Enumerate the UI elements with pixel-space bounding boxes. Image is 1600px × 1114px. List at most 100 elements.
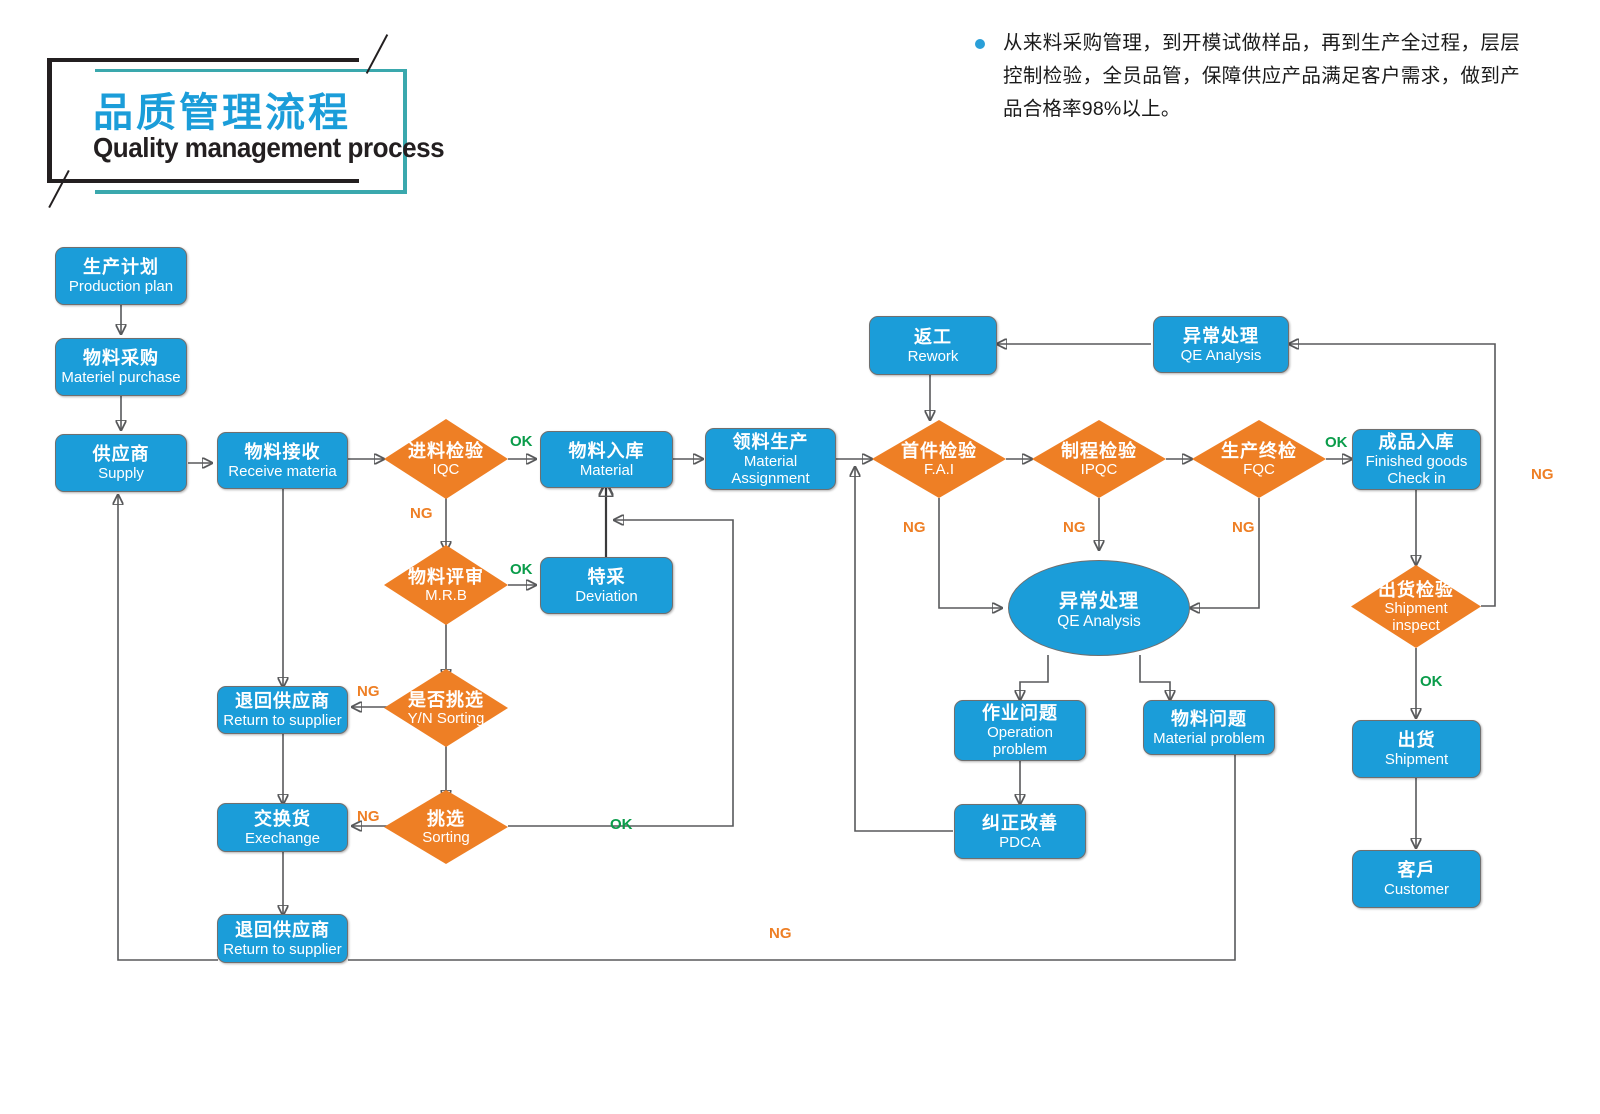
edge-label-fqc-ng: NG	[1232, 519, 1255, 536]
node-label-cn: 出货检验	[1378, 579, 1454, 600]
node-label-en: Shipment	[1384, 751, 1449, 768]
node-label-cn: 作业问题	[982, 703, 1058, 723]
edge-label-sorting-ng: NG	[357, 808, 380, 825]
node-label-en: IQC	[432, 460, 460, 478]
node-label-cn: 交换货	[254, 808, 311, 829]
node-label-en1: Shipment	[1384, 599, 1448, 617]
node-rework[interactable]: 返工 Rework	[869, 316, 997, 375]
node-label-cn: 领料生产	[732, 431, 809, 452]
node-label-cn: 制程检验	[1061, 440, 1137, 461]
node-shipment-inspect[interactable]: 出货检验 Shipment inspect	[1351, 565, 1481, 648]
node-sorting[interactable]: 挑选 Sorting	[384, 790, 508, 864]
node-label-en1: Finished goods	[1365, 453, 1468, 470]
node-label-cn: 挑选	[427, 808, 465, 829]
node-label-en: Material	[579, 461, 634, 479]
node-label-en1: Material	[743, 452, 798, 470]
node-label-en: M.R.B	[425, 586, 467, 604]
node-deviation[interactable]: 特采 Deviation	[540, 557, 673, 614]
node-label-en2: problem	[992, 741, 1048, 758]
node-label-cn: 物料采购	[83, 348, 159, 368]
node-exchange[interactable]: 交换货 Exechange	[217, 803, 348, 852]
edge-label-iqc-ok: OK	[510, 433, 533, 450]
edge-label-bottom-ng: NG	[769, 925, 792, 942]
node-label-en: FQC	[1243, 460, 1275, 478]
node-finished-goods[interactable]: 成品入库 Finished goods Check in	[1352, 429, 1481, 490]
node-customer[interactable]: 客戶 Customer	[1352, 850, 1481, 908]
edge-label-sorting-ok: OK	[610, 816, 633, 833]
node-shipment[interactable]: 出货 Shipment	[1352, 720, 1481, 778]
node-label-en: Return to supplier	[223, 712, 342, 729]
node-iqc[interactable]: 进料检验 IQC	[384, 419, 508, 499]
node-label-en: Receive materia	[228, 462, 337, 480]
node-label-cn: 纠正改善	[982, 812, 1058, 833]
node-receive-material[interactable]: 物料接收 Receive materia	[217, 432, 348, 489]
node-label-cn: 物料问题	[1171, 708, 1247, 729]
node-return-to-supplier-2[interactable]: 退回供应商 Return to supplier	[217, 914, 348, 963]
node-label-en: Sorting	[422, 828, 470, 846]
node-supply[interactable]: 供应商 Supply	[55, 434, 187, 492]
node-label-en: Supply	[98, 465, 144, 482]
node-label-cn: 异常处理	[1183, 325, 1259, 346]
node-label-en: Deviation	[575, 587, 638, 605]
page-title-en: Quality management process	[93, 132, 445, 163]
node-label-cn: 物料评审	[408, 566, 484, 587]
node-operation-problem[interactable]: 作业问题 Operation problem	[954, 700, 1086, 761]
node-label-cn: 返工	[914, 326, 952, 347]
node-label-cn: 供应商	[92, 444, 150, 464]
node-label-en: PDCA	[999, 833, 1041, 851]
node-yn-sorting[interactable]: 是否挑选 Y/N Sorting	[384, 669, 508, 747]
node-label-en: QE Analysis	[1057, 612, 1141, 630]
node-label-en: Rework	[907, 347, 959, 365]
node-label-en: Materiel purchase	[61, 369, 181, 386]
intro-note-text: 从来料采购管理，到开模试做样品，再到生产全过程，层层控制检验，全员品管，保障供应…	[1003, 32, 1520, 120]
node-return-to-supplier-1[interactable]: 退回供应商 Return to supplier	[217, 686, 348, 734]
node-label-en: Return to supplier	[223, 940, 342, 958]
node-material-in[interactable]: 物料入库 Material	[540, 431, 673, 488]
node-label-en: Exechange	[244, 829, 321, 847]
node-ipqc[interactable]: 制程检验 IPQC	[1032, 420, 1166, 498]
node-material-assignment[interactable]: 领料生产 Material Assignment	[705, 428, 836, 490]
node-qe-analysis[interactable]: 异常处理 QE Analysis	[1008, 560, 1190, 656]
node-label-cn: 成品入库	[1378, 432, 1455, 452]
node-label-en: F.A.I	[923, 460, 954, 478]
node-label-cn: 生产终检	[1221, 440, 1297, 461]
edge-label-mrb-ok: OK	[510, 561, 533, 578]
node-label-cn: 客戶	[1397, 860, 1436, 880]
node-label-cn: 物料入库	[568, 440, 645, 461]
edge-label-ship-ng: NG	[1531, 466, 1554, 483]
page-title-cn: 品质管理流程	[93, 91, 351, 135]
node-label-en: Customer	[1383, 881, 1450, 898]
edge-label-iqc-ng: NG	[410, 505, 433, 522]
edge-label-fqc-ok: OK	[1325, 434, 1348, 451]
node-label-en2: Assignment	[731, 469, 810, 487]
node-production-plan[interactable]: 生产计划 Production plan	[55, 247, 187, 305]
edge-label-ipqc-ng: NG	[1063, 519, 1086, 536]
node-label-cn: 退回供应商	[235, 691, 330, 711]
node-label-cn: 出货	[1397, 730, 1436, 750]
node-label-en: Y/N Sorting	[407, 709, 485, 727]
node-label-en2: Check in	[1387, 470, 1446, 487]
node-label-cn: 进料检验	[408, 440, 484, 461]
node-label-cn: 特采	[587, 566, 626, 587]
node-label-cn: 是否挑选	[408, 689, 484, 710]
node-fai[interactable]: 首件检验 F.A.I	[872, 420, 1006, 498]
title-frame-dark	[47, 58, 359, 183]
node-label-en: QE Analysis	[1180, 346, 1262, 364]
title-block: 品质管理流程 Quality management process	[47, 58, 445, 194]
node-label-en: Production plan	[68, 278, 174, 295]
node-label-cn: 物料接收	[244, 441, 321, 462]
node-fqc[interactable]: 生产终检 FQC	[1192, 420, 1326, 498]
node-label-cn: 首件检验	[901, 440, 977, 461]
node-pdca[interactable]: 纠正改善 PDCA	[954, 804, 1086, 859]
node-material-purchase[interactable]: 物料采购 Materiel purchase	[55, 338, 187, 396]
edge-label-yn-ng: NG	[357, 683, 380, 700]
node-qe-analysis-top[interactable]: 异常处理 QE Analysis	[1153, 316, 1289, 373]
node-mrb[interactable]: 物料评审 M.R.B	[384, 545, 508, 625]
edge-label-ship-ok: OK	[1420, 673, 1443, 690]
edge-label-fai-ng: NG	[903, 519, 926, 536]
node-material-problem[interactable]: 物料问题 Material problem	[1143, 700, 1275, 755]
node-label-cn: 生产计划	[83, 257, 159, 277]
node-label-cn: 退回供应商	[235, 919, 330, 940]
node-label-en2: inspect	[1392, 616, 1440, 634]
